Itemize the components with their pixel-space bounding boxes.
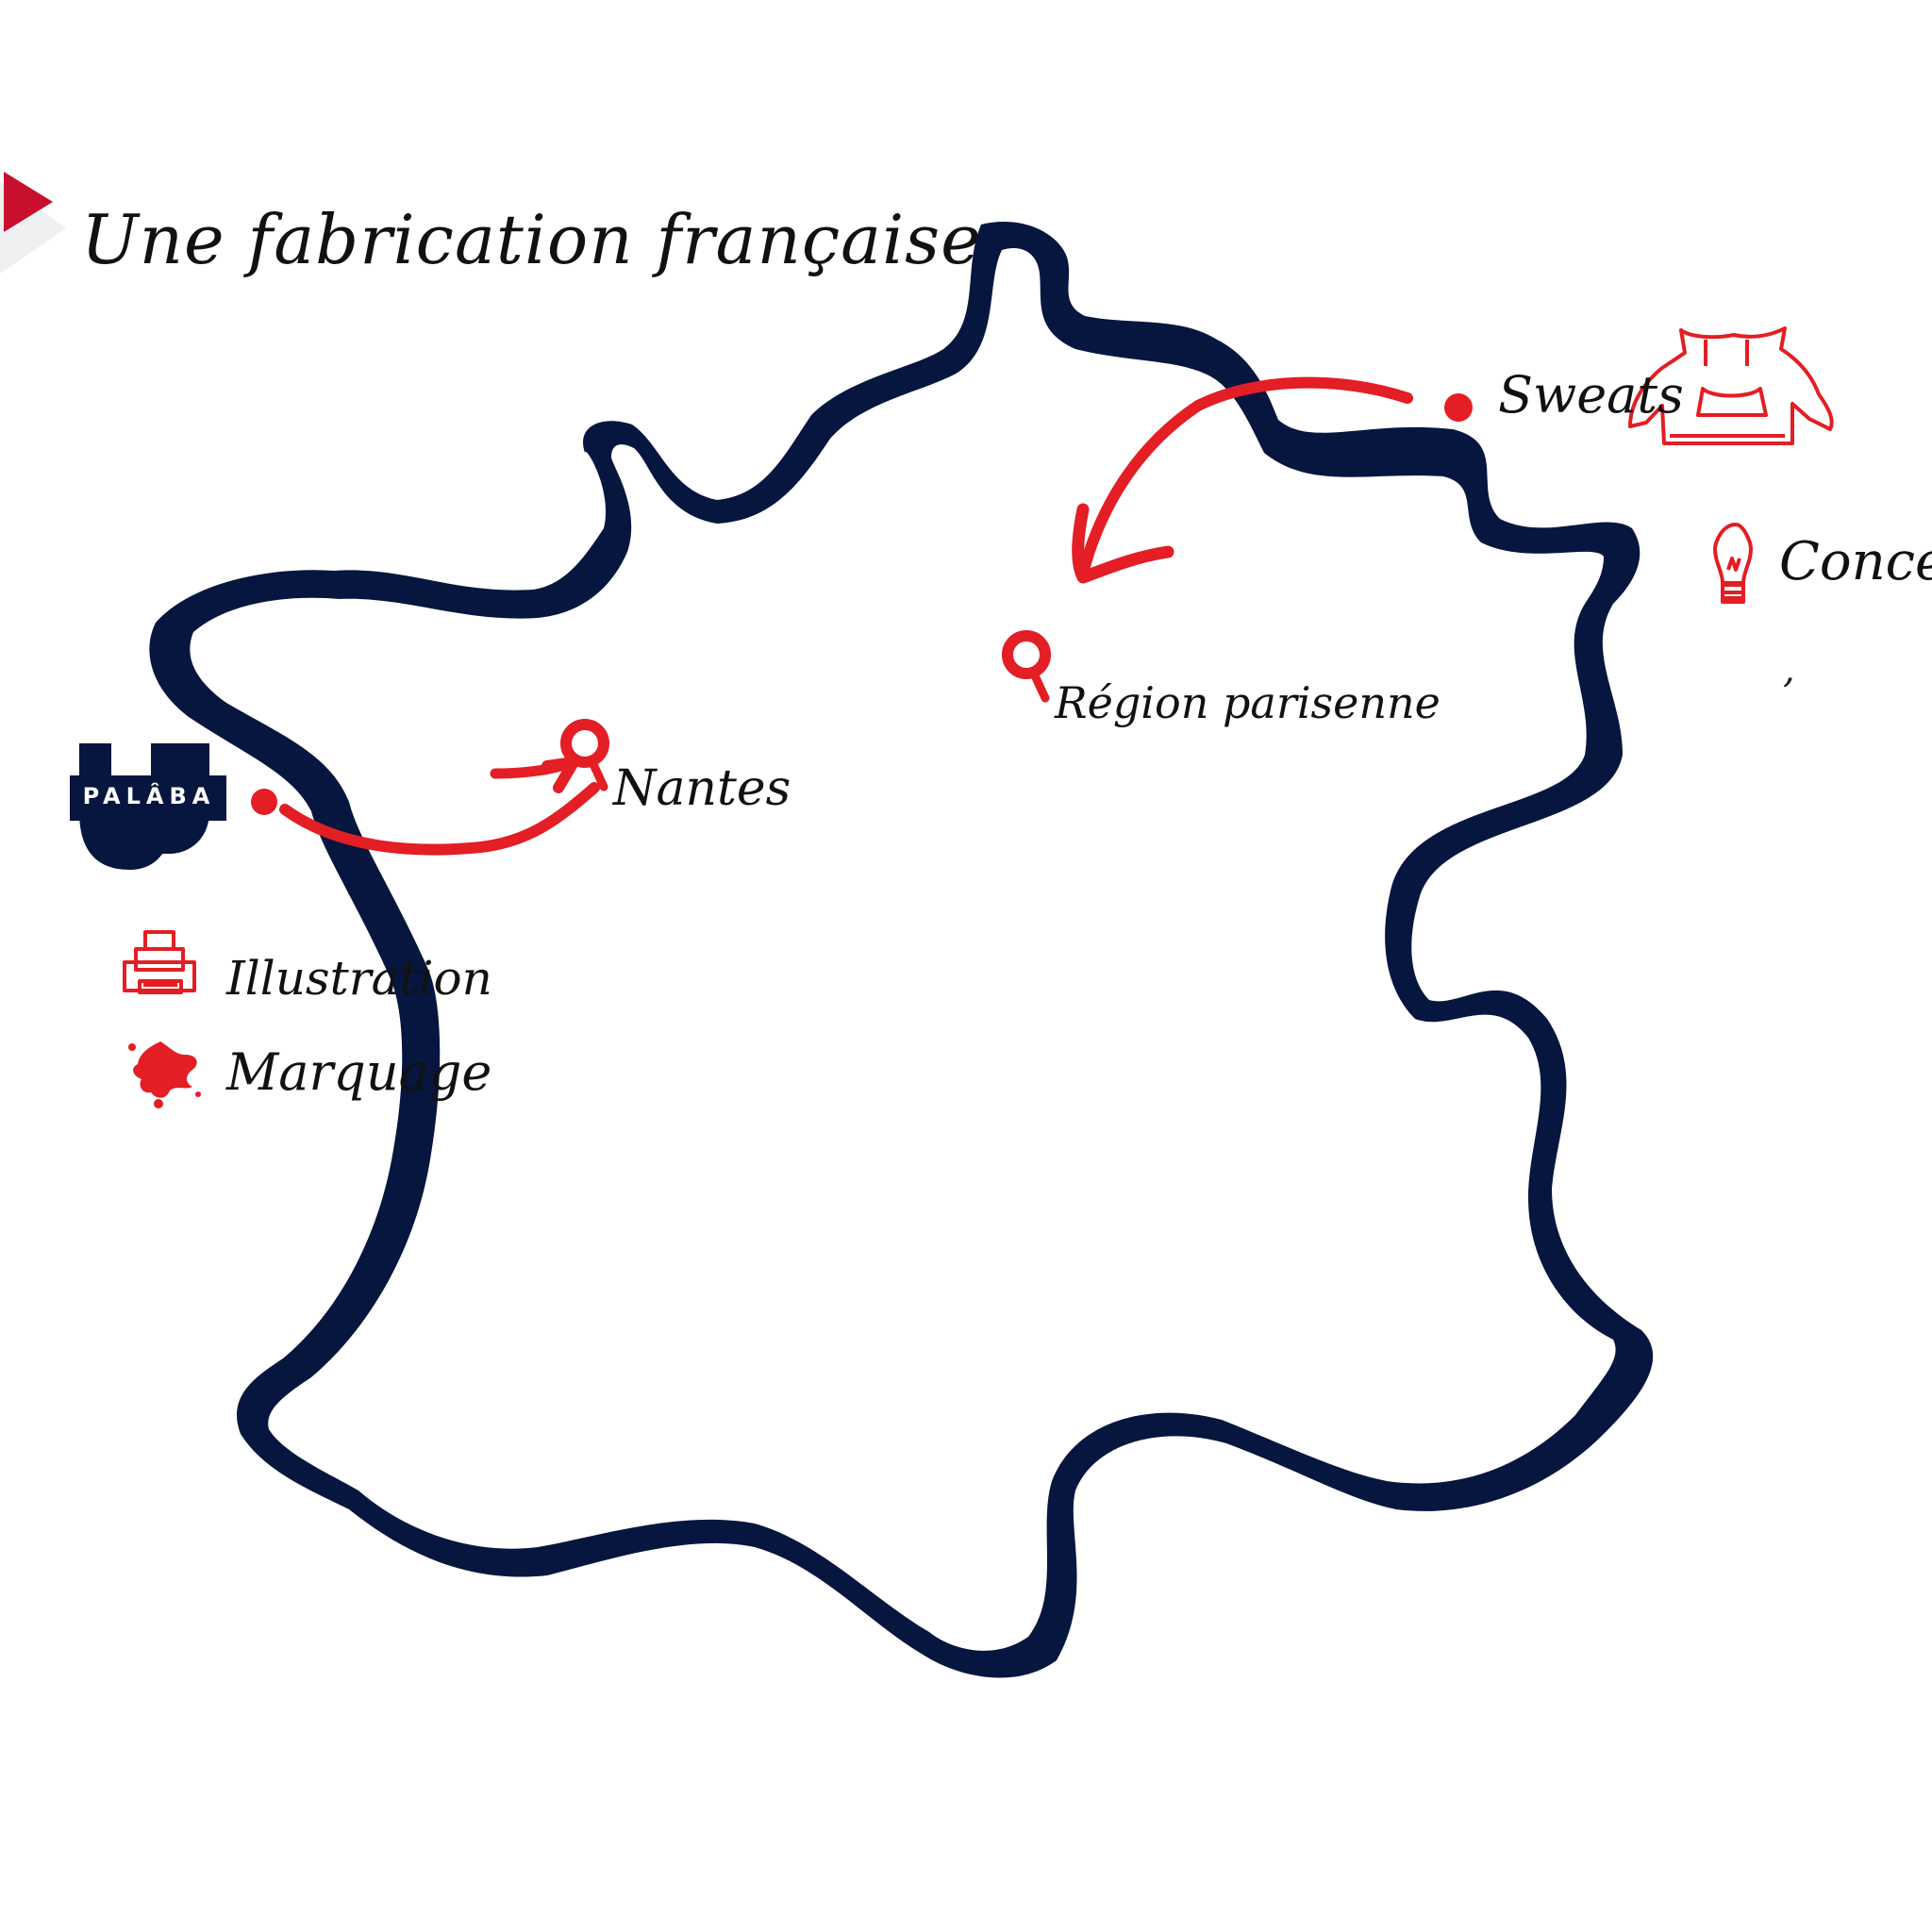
nantes-label: Nantes <box>613 760 791 817</box>
france-outline <box>149 221 1654 1678</box>
hoodie-icon <box>1628 326 1834 445</box>
location-pin-icon <box>560 630 1051 791</box>
ink-splash-icon <box>128 1041 201 1108</box>
printer-icon <box>123 930 196 994</box>
palaba-logo <box>70 743 226 870</box>
arrow-to-paris <box>1072 376 1413 584</box>
logo-text: PALÂBA <box>82 783 216 809</box>
sweats-label: Sweats <box>1498 365 1684 425</box>
lightbulb-icon <box>1713 523 1753 604</box>
paris-label: Région parisenne <box>1055 677 1441 728</box>
marquage-label: Marquage <box>226 1042 492 1102</box>
comma-mark: , <box>1783 648 1795 691</box>
page-title: Une fabrication française <box>81 200 982 279</box>
source-dot-sweats <box>1444 393 1473 422</box>
illustration-label: Illustration <box>226 951 492 1006</box>
source-dot-palaba <box>251 789 277 815</box>
corner-triangle-icon <box>0 172 66 274</box>
conception-label: Conception <box>1779 531 1932 592</box>
